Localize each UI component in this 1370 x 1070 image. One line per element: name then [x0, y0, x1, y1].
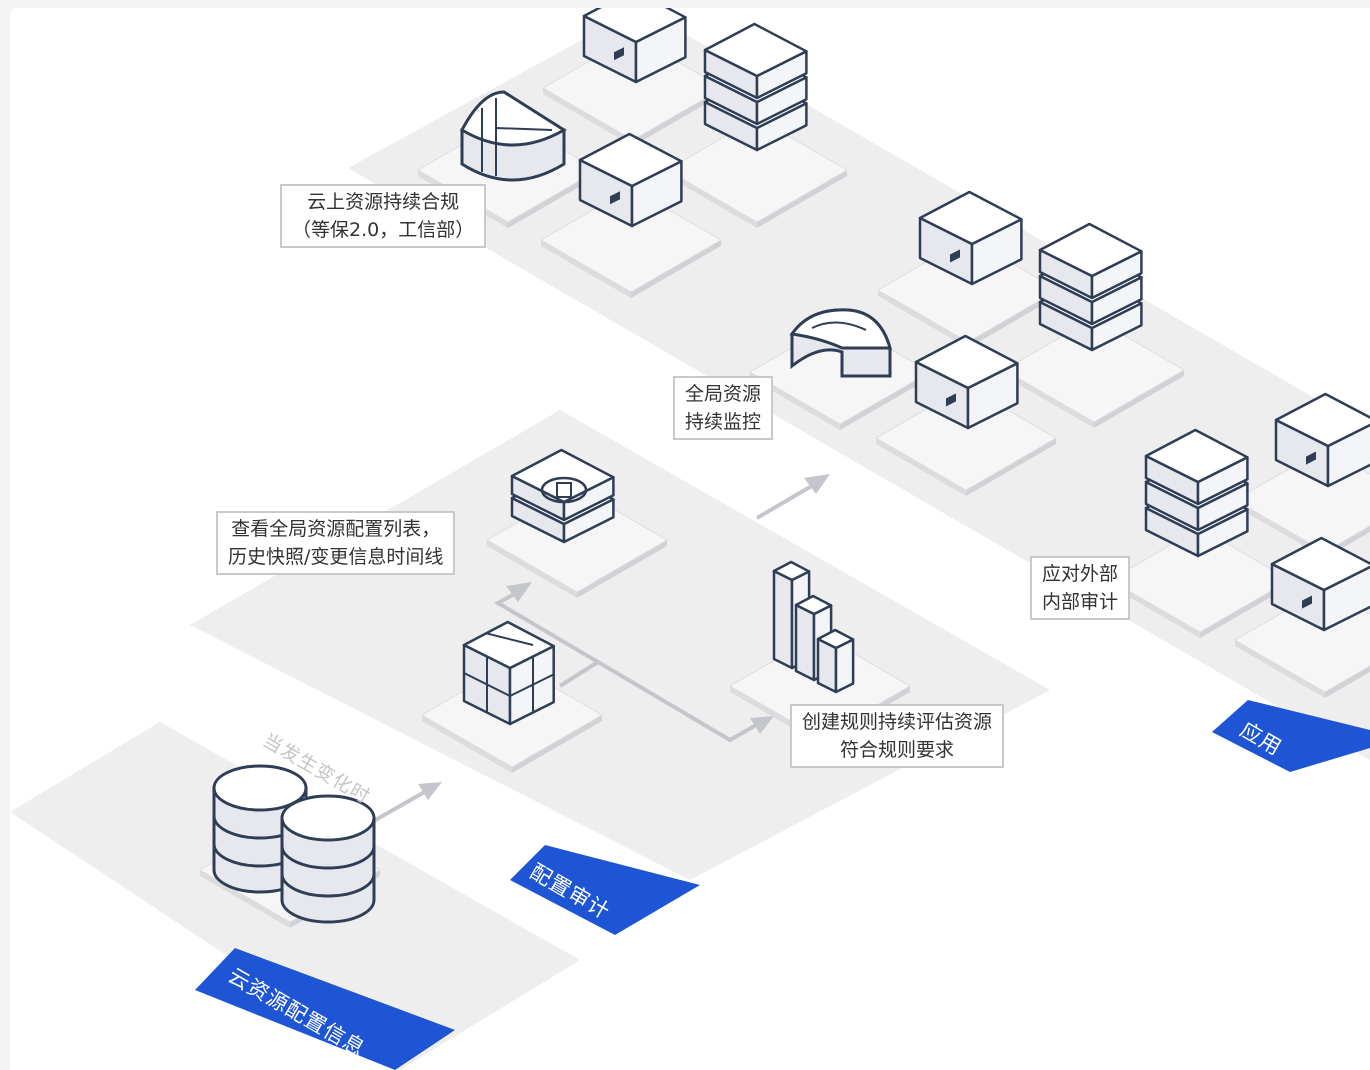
server-stack-icon: [703, 22, 808, 152]
label-view-line1: 查看全局资源配置列表，: [231, 518, 441, 540]
snapshot-server-icon: [510, 448, 615, 544]
diagram-canvas: 云上资源持续合规 （等保2.0，工信部） 全局资源 持续监控 查看全局资源配置列…: [10, 8, 1370, 1070]
cube-icon: [462, 620, 555, 726]
label-compliance-line1: 云上资源持续合规: [307, 191, 460, 213]
bar-chart-icon: [772, 560, 855, 694]
arrowhead-cube-to-view: [506, 582, 532, 602]
arrow-line-cube-to-rules: [596, 660, 759, 743]
label-view-line2: 历史快照/变更信息时间线: [228, 546, 444, 568]
tag-application-bg: [1212, 700, 1370, 772]
arrowhead-base-to-audit: [418, 782, 442, 800]
connectors: [371, 482, 817, 824]
arrowhead-view-to-application: [804, 474, 830, 494]
label-audit-line1: 应对外部: [1042, 563, 1119, 585]
label-monitoring: 全局资源 持续监控: [673, 376, 774, 440]
label-audit: 应对外部 内部审计: [1030, 556, 1131, 620]
tile-app-stack-1: [666, 117, 848, 228]
server-icon: [582, 8, 687, 84]
label-rules-line1: 创建规则持续评估资源: [802, 711, 993, 733]
arrowhead-cube-to-rules: [750, 716, 774, 734]
label-audit-line2: 内部审计: [1042, 591, 1119, 613]
tag-audit-bg: [510, 845, 700, 935]
label-compliance: 云上资源持续合规 （等保2.0，工信部）: [280, 184, 487, 248]
tag-base-bg: [195, 948, 455, 1070]
compliance-bowl-icon: [460, 90, 567, 182]
resource-icons: [212, 8, 1370, 924]
database-icon: [212, 764, 376, 924]
server-icon: [918, 190, 1023, 286]
label-compliance-line2: （等保2.0，工信部）: [292, 219, 475, 241]
server-icon: [578, 132, 683, 228]
monitoring-arc-icon: [789, 308, 892, 378]
server-icon: [914, 334, 1019, 430]
server-icon: [1274, 392, 1370, 488]
label-monitoring-line2: 持续监控: [685, 411, 762, 433]
label-view: 查看全局资源配置列表， 历史快照/变更信息时间线: [216, 511, 456, 575]
architecture-diagram: [10, 8, 1370, 1070]
arrow-line-base-to-audit: [371, 788, 429, 824]
tile-app-server-2: [540, 187, 722, 298]
arrow-line-cube-to-view: [493, 591, 602, 688]
label-rules: 创建规则持续评估资源 符合规则要求: [790, 704, 1005, 768]
tile-app-stack-3: [1109, 527, 1291, 638]
tile-app-server-4: [875, 385, 1057, 496]
tile-app-stack-2: [1003, 317, 1185, 428]
arrow-line-view-to-application: [755, 482, 817, 520]
server-stack-icon: [1038, 222, 1143, 352]
label-monitoring-line1: 全局资源: [685, 383, 762, 405]
server-icon: [1270, 536, 1370, 632]
arrowheads: [418, 474, 830, 800]
server-stack-icon: [1144, 428, 1249, 558]
label-rules-line2: 符合规则要求: [840, 739, 955, 761]
